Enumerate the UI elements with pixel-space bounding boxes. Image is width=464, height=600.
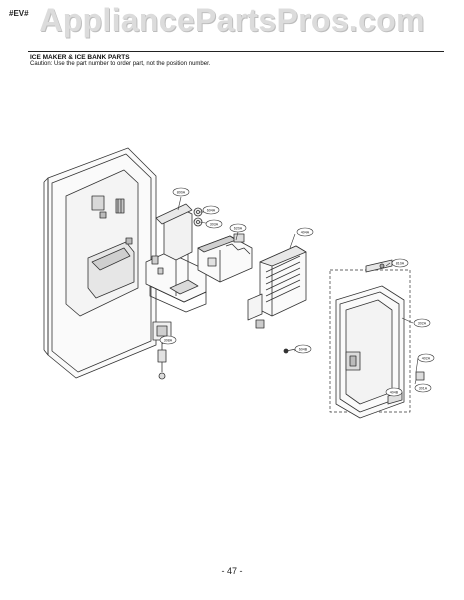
svg-text:302A: 302A xyxy=(418,321,427,325)
section-title: ICE MAKER & ICE BANK PARTS xyxy=(30,54,130,61)
svg-text:800A: 800A xyxy=(177,190,186,194)
washer-parts xyxy=(193,207,203,227)
callout-10: 402A xyxy=(417,353,435,363)
callout-11: 301A xyxy=(414,383,432,393)
page-code: #EV# xyxy=(9,9,29,18)
callout-3: 303A xyxy=(205,219,223,229)
caution-note: Caution: Use the part number to order pa… xyxy=(30,61,211,67)
callout-5: 404A xyxy=(296,227,314,237)
callout-2: 604A xyxy=(202,205,220,215)
svg-text:303A: 303A xyxy=(210,222,219,226)
callout-8: 604B xyxy=(294,344,312,354)
callout-4: 620A xyxy=(229,223,247,233)
callout-1: 800A xyxy=(172,187,190,197)
auger-motor xyxy=(152,321,172,380)
svg-text:308A: 308A xyxy=(164,338,173,342)
svg-text:810A: 810A xyxy=(396,261,405,265)
watermark-text: AppliancePartsPros.com xyxy=(39,2,425,38)
ice-bin-cover xyxy=(247,245,307,329)
callout-7: 308A xyxy=(159,335,177,345)
svg-text:404A: 404A xyxy=(301,230,310,234)
screw-part xyxy=(283,348,297,354)
ice-maker xyxy=(197,233,253,283)
callout-labels: 800A 604A 303A 620A 404A 810A 308A 604B … xyxy=(159,187,435,397)
header-rule xyxy=(28,51,444,52)
page-number: - 47 - xyxy=(221,566,243,576)
freezer-door-panel xyxy=(43,147,157,379)
callout-12: 404B xyxy=(385,387,403,397)
ice-bank-assembly xyxy=(145,203,207,313)
svg-text:402A: 402A xyxy=(422,356,431,360)
svg-text:301A: 301A xyxy=(419,386,428,390)
door-panel-right xyxy=(335,259,425,419)
callout-9: 302A xyxy=(413,318,431,328)
svg-text:620A: 620A xyxy=(234,226,243,230)
svg-text:404B: 404B xyxy=(390,390,399,394)
svg-text:604A: 604A xyxy=(207,208,216,212)
svg-text:604B: 604B xyxy=(299,347,308,351)
callout-6: 810A xyxy=(391,258,409,268)
